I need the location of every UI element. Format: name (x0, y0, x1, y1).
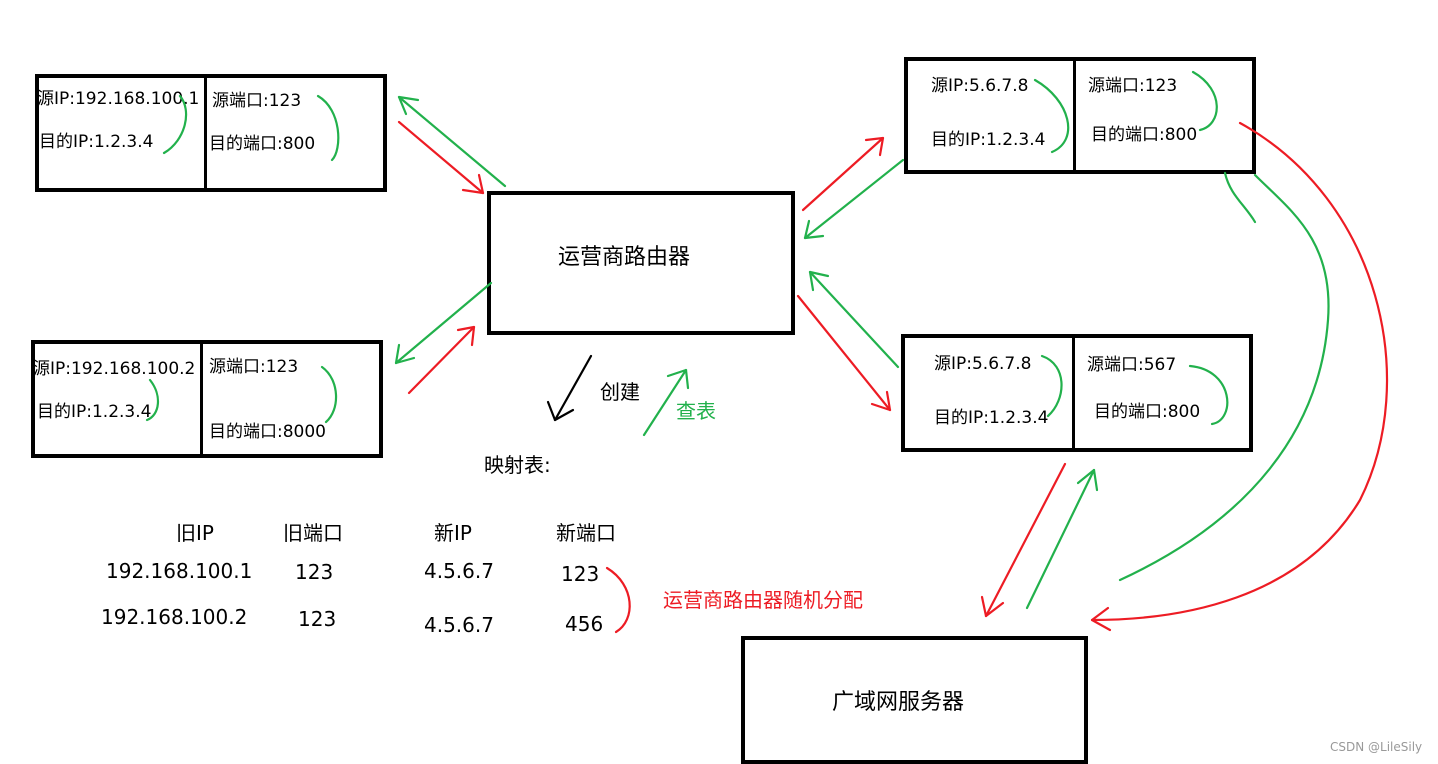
request-arrow (801, 136, 885, 212)
table-header-old-ip: 旧IP (176, 521, 214, 545)
translated-packet-2 (901, 334, 1253, 452)
host1-src-ip: 源IP:192.168.100.1 (37, 89, 200, 109)
translated-packet-1 (904, 57, 1256, 174)
wan-server-label: 广域网服务器 (832, 690, 965, 715)
arrow-head (870, 390, 892, 412)
arrow-head (1076, 468, 1099, 492)
host2-src-ip: 源IP:192.168.100.2 (33, 359, 196, 379)
arrow-head (397, 95, 420, 116)
request-arrow (984, 462, 1067, 618)
arrow-head (808, 270, 830, 292)
arrow-head (394, 343, 416, 365)
table-cell: 4.5.6.7 (424, 559, 494, 583)
allocation-brace (605, 566, 631, 634)
response-arrow (803, 158, 905, 240)
arrow-head (1090, 606, 1112, 632)
translated2-src-ip: 源IP:5.6.7.8 (934, 354, 1032, 374)
packet-divider (1073, 61, 1076, 170)
mapping-table-title: 映射表: (484, 453, 551, 477)
arrow-head (456, 325, 476, 347)
translated2-dst-ip: 目的IP:1.2.3.4 (934, 408, 1049, 428)
translated2-dst-port: 目的端口:800 (1094, 402, 1201, 422)
packet-divider (1072, 338, 1075, 448)
table-cell: 4.5.6.7 (424, 613, 494, 637)
arrow-head (666, 368, 690, 390)
carrier-router-label: 运营商路由器 (558, 245, 691, 270)
table-cell: 123 (295, 560, 334, 584)
host1-src-port: 源端口:123 (212, 91, 302, 111)
host2-dst-ip: 目的IP:1.2.3.4 (37, 402, 152, 422)
arrow-head (980, 595, 1005, 618)
translated1-dst-ip: 目的IP:1.2.3.4 (931, 130, 1046, 150)
translated1-dst-port: 目的端口:800 (1091, 125, 1198, 145)
table-cell: 123 (561, 562, 600, 586)
carrier-router-box (487, 191, 795, 335)
host2-dst-port: 目的端口:8000 (209, 422, 326, 442)
table-header-new-ip: 新IP (434, 521, 472, 545)
table-cell: 456 (565, 612, 604, 636)
request-arrow (397, 120, 485, 195)
table-header-old-port: 旧端口 (283, 521, 343, 545)
host2-src-port: 源端口:123 (209, 357, 299, 377)
response-arrow (394, 281, 493, 365)
request-arrow (407, 325, 476, 395)
translated2-src-port: 源端口:567 (1087, 355, 1177, 375)
request-arrow (796, 294, 892, 412)
packet-divider (200, 344, 203, 454)
lookup-label: 查表 (676, 399, 716, 423)
response-arrow (808, 270, 900, 369)
response-curve-tail (1223, 171, 1257, 224)
table-cell: 192.168.100.1 (106, 559, 253, 583)
host1-dst-port: 目的端口:800 (209, 134, 316, 154)
response-arrow (397, 95, 507, 188)
host-packet-2 (31, 340, 383, 458)
table-cell: 123 (298, 607, 337, 631)
csdn-watermark: CSDN @LileSily (1330, 740, 1423, 754)
create-label: 创建 (600, 380, 640, 404)
create-arrow (553, 354, 593, 422)
arrow-head (864, 136, 885, 157)
translated1-src-ip: 源IP:5.6.7.8 (931, 76, 1029, 96)
table-header-new-port: 新端口 (556, 521, 616, 545)
arrow-head (461, 173, 485, 195)
arrow-head (546, 400, 575, 422)
packet-divider (204, 78, 207, 188)
random-allocation-note: 运营商路由器随机分配 (663, 588, 863, 612)
wan-server-box (741, 636, 1088, 764)
arrow-head (803, 219, 825, 240)
translated1-src-port: 源端口:123 (1088, 76, 1178, 96)
response-arrow (1025, 468, 1096, 610)
host1-dst-ip: 目的IP:1.2.3.4 (39, 132, 154, 152)
table-cell: 192.168.100.2 (101, 605, 248, 629)
